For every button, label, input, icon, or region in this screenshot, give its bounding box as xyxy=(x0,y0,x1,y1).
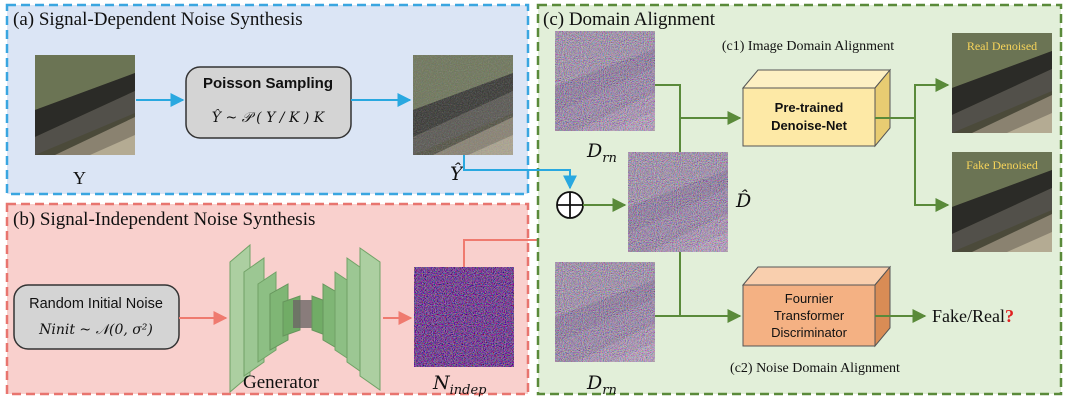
synthetic-noisy-image xyxy=(628,152,728,252)
arrow-to-fake-denoised xyxy=(914,118,950,212)
label-dhat: D̂ xyxy=(735,190,751,212)
fake-denoised-label: Fake Denoised xyxy=(966,158,1038,172)
label-generator: Generator xyxy=(243,372,320,393)
label-drn-bottom: Drn xyxy=(586,372,617,398)
poisson-formula: Ŷ ~ 𝒫 ( Y / K ) K xyxy=(212,108,326,126)
label-c2: (c2) Noise Domain Alignment xyxy=(730,361,900,376)
noisy-image-yhat xyxy=(413,55,513,155)
panel-c-title: (c) Domain Alignment xyxy=(543,9,716,30)
fourier-transformer-discriminator: Fournier Transformer Discriminator xyxy=(741,265,892,348)
disc-line1: Fournier xyxy=(785,291,834,306)
label-drn-top: Drn xyxy=(586,140,617,166)
arrow-yhat-to-sum xyxy=(463,155,577,190)
independent-noise-image xyxy=(414,267,514,367)
disc-line3: Discriminator xyxy=(771,325,848,340)
poisson-sampling-box: Poisson Sampling Ŷ ~ 𝒫 ( Y / K ) K xyxy=(185,66,352,139)
denoise-net-line1: Pre-trained xyxy=(775,100,844,115)
label-y: Y xyxy=(73,168,86,188)
fake-real-output: Fake/Real? xyxy=(932,306,1014,326)
random-noise-title: Random Initial Noise xyxy=(29,296,163,312)
line-drn-top-merge xyxy=(655,84,681,152)
poisson-title: Poisson Sampling xyxy=(203,75,333,92)
clean-image-y xyxy=(35,55,135,155)
panel-b: (b) Signal-Independent Noise Synthesis R… xyxy=(5,202,577,398)
panel-a-title: (a) Signal-Dependent Noise Synthesis xyxy=(13,9,303,30)
arrow-to-real-denoised xyxy=(875,78,950,119)
real-denoised-image: Real Denoised xyxy=(952,33,1052,133)
label-nindep: Nindep xyxy=(432,372,487,398)
panel-b-title: (b) Signal-Independent Noise Synthesis xyxy=(13,209,315,230)
label-c1: (c1) Image Domain Alignment xyxy=(722,39,894,54)
generator-network xyxy=(229,243,381,394)
random-noise-formula: Ninit ~ 𝒩(0, σ²) xyxy=(38,322,153,338)
disc-line2: Transformer xyxy=(774,308,845,323)
panel-a: (a) Signal-Dependent Noise Synthesis Y P… xyxy=(5,3,530,196)
fake-denoised-image: Fake Denoised xyxy=(952,152,1052,252)
pretrained-denoise-net: Pre-trained Denoise-Net xyxy=(741,68,892,148)
panel-c: (c) Domain Alignment Drn Drn xyxy=(463,3,1063,398)
real-noisy-image-bottom xyxy=(555,262,655,362)
real-noisy-image-top xyxy=(555,31,655,131)
random-initial-noise-box: Random Initial Noise Ninit ~ 𝒩(0, σ²) xyxy=(13,284,180,350)
label-yhat: Ŷ xyxy=(450,162,465,185)
denoise-net-line2: Denoise-Net xyxy=(771,118,848,133)
sum-operator-icon xyxy=(556,191,584,219)
real-denoised-label: Real Denoised xyxy=(967,39,1037,53)
